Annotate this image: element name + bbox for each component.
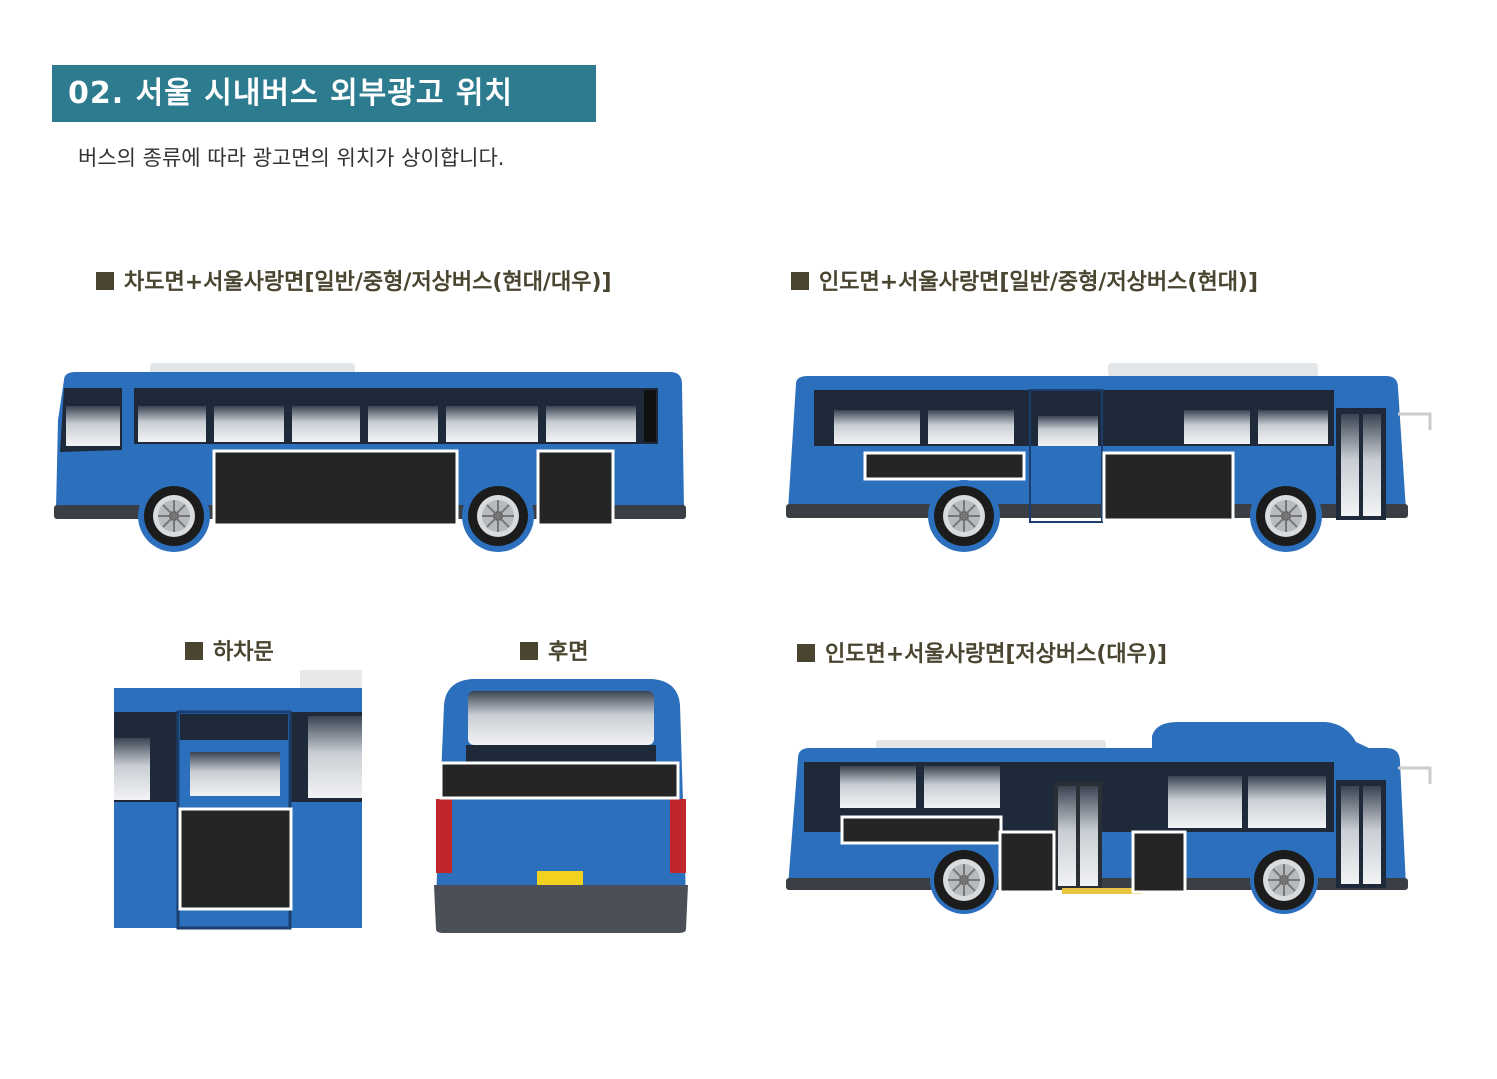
square-bullet-icon (520, 642, 538, 660)
front-wheel (143, 485, 205, 547)
square-bullet-icon (96, 272, 114, 290)
page-subtitle: 버스의 종류에 따라 광고면의 위치가 상이합니다. (78, 146, 505, 170)
ad-panel-love-seoul (536, 449, 615, 527)
ad-panel-love-seoul (863, 451, 1026, 481)
section-label-rear: 후면 (520, 634, 588, 666)
rear-wheel (467, 485, 529, 547)
ad-panel-sidewalk (1102, 451, 1235, 522)
square-bullet-icon (791, 272, 809, 290)
bus-sidewalk-hyundai-illustration (786, 363, 1432, 552)
ad-panel-sidewalk-right (1131, 830, 1187, 894)
bus-driver-side-illustration (54, 363, 686, 552)
bus-rear-illustration (434, 679, 688, 933)
section-label-driver-side: 차도면+서울사랑면[일반/중형/저상버스(현대/대우)] (96, 264, 612, 296)
ad-panel-exit-door (178, 807, 293, 911)
section-label-sidewalk-daewoo: 인도면+서울사랑면[저상버스(대우)] (797, 636, 1167, 668)
ad-panel-love-seoul (840, 815, 1003, 845)
section-label-sidewalk-hyundai: 인도면+서울사랑면[일반/중형/저상버스(현대)] (791, 264, 1258, 296)
ad-panel-rear (439, 761, 680, 800)
section-label-exit-door: 하차문 (185, 634, 274, 666)
page-title: 02. 서울 시내버스 외부광고 위치 (52, 65, 596, 122)
bus-exit-door-illustration (114, 670, 362, 930)
ad-panel-sidewalk-left (998, 830, 1056, 894)
bus-sidewalk-daewoo-illustration (786, 722, 1432, 914)
square-bullet-icon (185, 642, 203, 660)
square-bullet-icon (797, 644, 815, 662)
ad-panel-driver-side (212, 449, 459, 527)
